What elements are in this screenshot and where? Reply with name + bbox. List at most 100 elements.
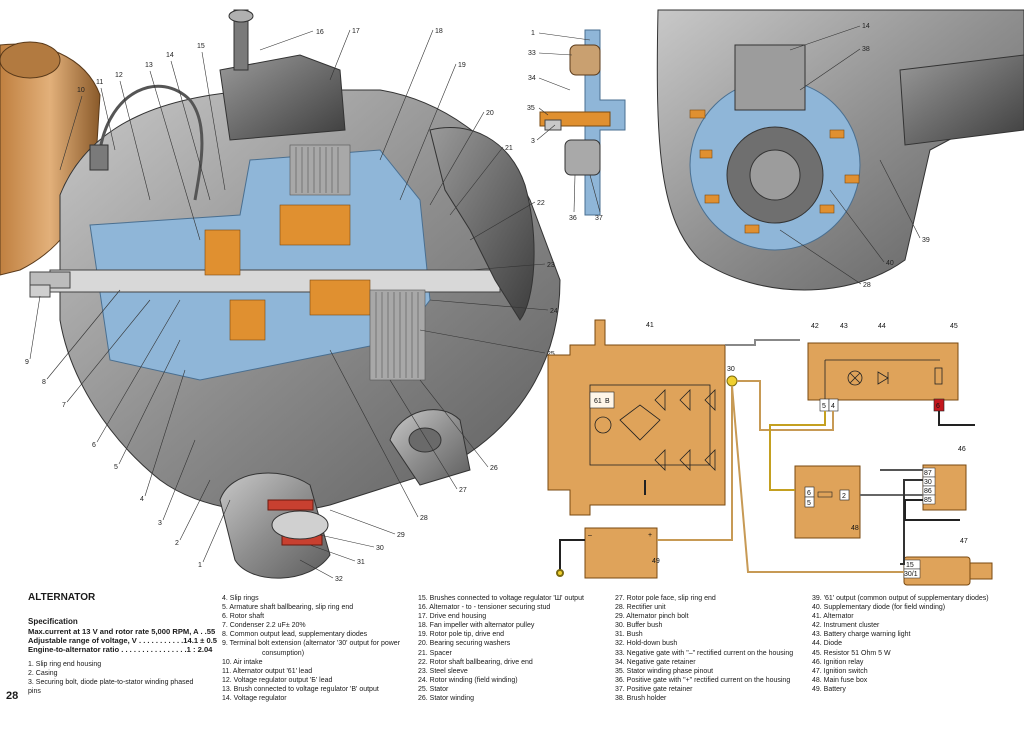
switch-pin-30-1: 30/1 — [904, 571, 918, 578]
legend-item: 48. Main fuse box — [812, 676, 868, 684]
legend-item: 18. Fan impeller with alternator pulley — [418, 622, 535, 630]
legend-item: 17. Drive end housing — [418, 613, 487, 621]
legend-item: 42. Instrument cluster — [812, 622, 880, 630]
battery-plus: + — [648, 532, 652, 539]
legend-item: 34. Negative gate retainer — [615, 658, 696, 666]
inset1-callout-34: 34 — [528, 75, 536, 82]
legend-item: 38. Brush holder — [615, 695, 667, 703]
schematic-instrument-cluster — [807, 342, 959, 401]
legend-item: 49. Battery — [812, 685, 846, 693]
callout-12: 12 — [115, 72, 123, 79]
page-number: 28 — [6, 690, 19, 702]
legend-item: 9. Terminal bolt extension (alternator '… — [222, 640, 401, 648]
label-41: 41 — [646, 322, 654, 329]
legend-item: 22. Rotor shaft ballbearing, drive end — [418, 658, 533, 666]
legend-item: 35. Stator winding phase pinout — [615, 667, 714, 675]
inset1-callout-36: 36 — [569, 215, 577, 222]
legend-item: 12. Voltage regulator output 'Б' lead — [222, 676, 333, 684]
callout-8: 8 — [42, 379, 46, 386]
spec-line-2: Adjustable range of voltage, V . . . . .… — [28, 636, 218, 645]
fuse-pin-2: 2 — [842, 493, 846, 500]
callout-22: 22 — [537, 200, 545, 207]
legend-column-0: 1. Slip ring end housing 2. Casing 3. Se… — [28, 660, 193, 696]
callout-15: 15 — [197, 43, 205, 50]
callout-31: 31 — [357, 559, 365, 566]
inset2-callout-14: 14 — [862, 23, 870, 30]
legend-item: 40. Supplementary diode (for field windi… — [812, 604, 946, 612]
callout-4: 4 — [140, 496, 144, 503]
legend-item: 33. Negative gate with "–" rectified cur… — [615, 649, 794, 657]
legend-item: 41. Alternator — [812, 613, 854, 621]
main-callouts: 1 2 3 4 5 6 7 8 9 10 11 12 13 14 15 16 1… — [25, 28, 558, 583]
switch-pin-15: 15 — [906, 562, 914, 569]
alt-terminal-61: 61 — [594, 398, 602, 405]
callout-23: 23 — [547, 262, 555, 269]
inset2-callout-38: 38 — [862, 46, 870, 53]
legend-item: 20. Bearing securing washers — [418, 640, 511, 648]
label-46: 46 — [958, 446, 966, 453]
legend-item: consumption) — [262, 649, 305, 657]
callout-17: 17 — [352, 28, 360, 35]
inset1-callout-35: 35 — [527, 105, 535, 112]
legend-item: 1. Slip ring end housing — [28, 661, 102, 668]
cluster-pin-4: 4 — [831, 403, 835, 410]
legend-column-1: 4. Slip rings 5. Armature shaft ballbear… — [222, 594, 400, 703]
label-43: 43 — [840, 323, 848, 330]
label-49: 49 — [652, 558, 660, 565]
label-42: 42 — [811, 323, 819, 330]
legend-item: 7. Condenser 2.2 uF± 20% — [222, 622, 306, 630]
wiring-schematic: 41 61 В 30 42 43 44 45 5 4 6 — [547, 319, 993, 586]
legend-item: 13. Brush connected to voltage regulator… — [222, 685, 379, 693]
legend-item: 23. Steel sleeve — [418, 667, 468, 675]
label-45: 45 — [950, 323, 958, 330]
cluster-pin-5: 5 — [822, 403, 826, 410]
callout-6: 6 — [92, 442, 96, 449]
inset1-callout-1: 1 — [531, 30, 535, 37]
callout-24: 24 — [550, 308, 558, 315]
legend-item: 11. Alternator output '61' lead — [222, 667, 313, 675]
callout-32: 32 — [335, 576, 343, 583]
legend-column-3: 27. Rotor pole face, slip ring end 28. R… — [615, 594, 793, 703]
inset1-callout-3: 3 — [531, 138, 535, 145]
legend-item: 31. Bush — [615, 631, 643, 639]
callout-19: 19 — [458, 62, 466, 69]
legend-item: 25. Stator — [418, 685, 449, 693]
callout-1: 1 — [198, 562, 202, 569]
fuse-pin-6: 6 — [807, 490, 811, 497]
cluster-pin-6: 6 — [936, 403, 940, 410]
label-48: 48 — [851, 525, 859, 532]
legend-item: 47. Ignition switch — [812, 667, 868, 675]
callout-3: 3 — [158, 520, 162, 527]
legend-item: 43. Battery charge warning light — [812, 631, 911, 639]
callout-26: 26 — [490, 465, 498, 472]
callout-2: 2 — [175, 540, 179, 547]
spec-line-1: Max.current at 13 V and rotor rate 5,000… — [28, 627, 216, 636]
legend-item: 39. '61' output (common output of supple… — [812, 595, 989, 602]
legend-item: 29. Alternator pinch bolt — [615, 613, 689, 621]
legend-item: 44. Diode — [812, 640, 842, 648]
callout-30: 30 — [376, 545, 384, 552]
callout-9: 9 — [25, 359, 29, 366]
legend-item: 32. Hold-down bush — [615, 640, 678, 648]
legend-column-2: 15. Brushes connected to voltage regulat… — [418, 594, 584, 703]
legend-item: 37. Positive gate retainer — [615, 685, 693, 693]
callout-21: 21 — [505, 145, 513, 152]
callout-16: 16 — [316, 29, 324, 36]
legend-item: 10. Air intake — [222, 658, 263, 666]
callout-5: 5 — [114, 464, 118, 471]
spec-heading: Specification — [28, 617, 78, 626]
legend-item: pins — [28, 688, 41, 696]
main-leader-lines — [29, 29, 549, 579]
callout-18: 18 — [435, 28, 443, 35]
relay-pin-85: 85 — [924, 497, 932, 504]
spec-line-3: Engine-to-alternator ratio . . . . . . .… — [28, 645, 213, 654]
legend-item: 2. Casing — [28, 670, 58, 678]
inset2-callout-40: 40 — [886, 260, 894, 267]
inset2-callout-39: 39 — [922, 237, 930, 244]
callout-13: 13 — [145, 62, 153, 69]
schematic-alternator-block — [547, 319, 726, 516]
legend-item: 28. Rectifier unit — [615, 604, 666, 612]
relay-pin-30: 30 — [924, 479, 932, 486]
legend-item: 19. Rotor pole tip, drive end — [418, 631, 504, 639]
legend-item: 6. Rotor shaft — [222, 613, 265, 621]
